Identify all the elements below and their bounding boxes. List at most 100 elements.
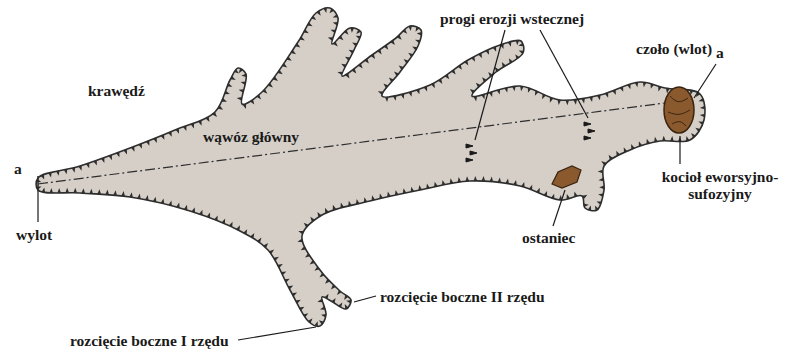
hachure-tick xyxy=(297,239,302,243)
hachure-tick xyxy=(73,188,77,193)
hachure-tick xyxy=(598,178,603,182)
hachure-tick xyxy=(451,69,455,74)
hachure-tick xyxy=(599,186,604,190)
hachure-tick xyxy=(310,260,315,264)
hachure-tick xyxy=(397,35,402,40)
hachure-tick xyxy=(686,136,689,141)
hachure-tick xyxy=(304,29,309,33)
hachure-tick xyxy=(191,123,194,128)
pothole-line xyxy=(672,122,686,126)
hachure-tick xyxy=(48,172,52,177)
callout-label: czoło (wlot) xyxy=(636,40,712,57)
hachure-tick xyxy=(543,191,547,196)
hachure-tick xyxy=(489,92,492,97)
hachure-tick xyxy=(567,194,570,199)
hachure-tick xyxy=(234,69,239,73)
hachure-tick xyxy=(402,29,407,34)
hachure-tick xyxy=(352,42,357,46)
hachure-tick xyxy=(574,191,577,196)
hachure-tick xyxy=(700,114,705,118)
hachure-tick xyxy=(550,97,553,102)
hachure-tick xyxy=(502,62,506,67)
hachure-tick xyxy=(36,186,41,189)
hachure-tick xyxy=(281,271,286,275)
hachure-tick xyxy=(288,286,293,290)
hachure-tick xyxy=(490,177,494,182)
hachure-tick xyxy=(404,59,409,63)
hachure-tick xyxy=(416,89,419,94)
hachure-tick xyxy=(372,195,375,200)
hachure-tick xyxy=(218,106,223,110)
gully-outline xyxy=(36,8,705,327)
hachure-tick xyxy=(412,47,417,51)
hachure-tick xyxy=(605,93,608,98)
step-mark xyxy=(584,122,591,126)
hachure-tick xyxy=(310,217,314,222)
hachure-tick xyxy=(292,293,297,297)
hachure-tick xyxy=(349,50,354,54)
hachure-tick xyxy=(493,46,496,51)
pothole-line xyxy=(670,96,688,102)
hachure-tick xyxy=(153,138,157,143)
hachure-tick xyxy=(49,188,53,193)
hachure-tick xyxy=(418,185,422,190)
hachure-tick xyxy=(338,302,342,307)
hachure-tick xyxy=(651,84,654,89)
hachure-tick xyxy=(121,191,125,196)
hachure-tick xyxy=(356,29,361,34)
hachure-tick xyxy=(411,187,415,192)
hachure-tick xyxy=(93,160,96,165)
hachure-tick xyxy=(250,233,254,238)
hachure-tick xyxy=(176,128,179,133)
hachure-tick xyxy=(137,194,141,199)
hachure-tick xyxy=(356,36,361,40)
hachure-tick xyxy=(105,190,109,195)
hachure-tick xyxy=(243,229,247,234)
hachure-tick xyxy=(474,96,478,101)
step-mark xyxy=(466,158,473,162)
hachure-tick xyxy=(485,49,489,54)
hachure-tick xyxy=(695,128,700,132)
hachure-tick xyxy=(699,98,704,101)
hachure-tick xyxy=(481,94,484,99)
hachure-tick xyxy=(64,169,68,174)
hachure-tick xyxy=(78,165,81,170)
hachure-tick xyxy=(378,91,383,95)
hachure-tick xyxy=(515,54,519,59)
hachure-tick xyxy=(319,320,324,324)
hachure-tick xyxy=(612,90,616,95)
hachure-tick xyxy=(168,131,172,136)
part-label: krawędź xyxy=(88,82,145,99)
hachure-tick xyxy=(445,74,449,79)
hachure-tick xyxy=(497,89,500,94)
hachure-tick xyxy=(595,205,599,210)
hachure-tick xyxy=(476,83,481,88)
hachure-tick xyxy=(124,149,127,154)
hachure-tick xyxy=(304,223,309,228)
hachure-tick xyxy=(620,87,624,92)
axis-end-mark xyxy=(37,176,39,192)
hachure-tick xyxy=(470,89,475,93)
hachure-tick xyxy=(333,14,338,17)
hachure-tick xyxy=(662,136,666,141)
hachure-tick xyxy=(458,177,462,182)
hachure-tick xyxy=(299,307,304,311)
hachure-tick xyxy=(528,88,531,93)
hachure-tick xyxy=(101,158,104,163)
hachure-tick xyxy=(239,68,243,73)
hachure-tick xyxy=(317,212,321,217)
hachure-tick xyxy=(399,65,404,69)
callout-label: kocioł eworsyjno-sufozyjny xyxy=(648,168,792,202)
hachure-tick xyxy=(358,63,363,68)
hachure-tick xyxy=(352,68,356,73)
hachure-tick xyxy=(301,246,306,250)
hachure-tick xyxy=(389,77,394,82)
hachure-tick xyxy=(356,199,360,204)
step-mark xyxy=(584,136,591,140)
hachure-tick xyxy=(41,174,45,179)
hachure-tick xyxy=(394,72,399,77)
hachure-tick xyxy=(250,99,254,104)
erosion-steps xyxy=(466,122,595,162)
hachure-tick xyxy=(205,117,209,122)
hachure-tick xyxy=(474,176,478,181)
